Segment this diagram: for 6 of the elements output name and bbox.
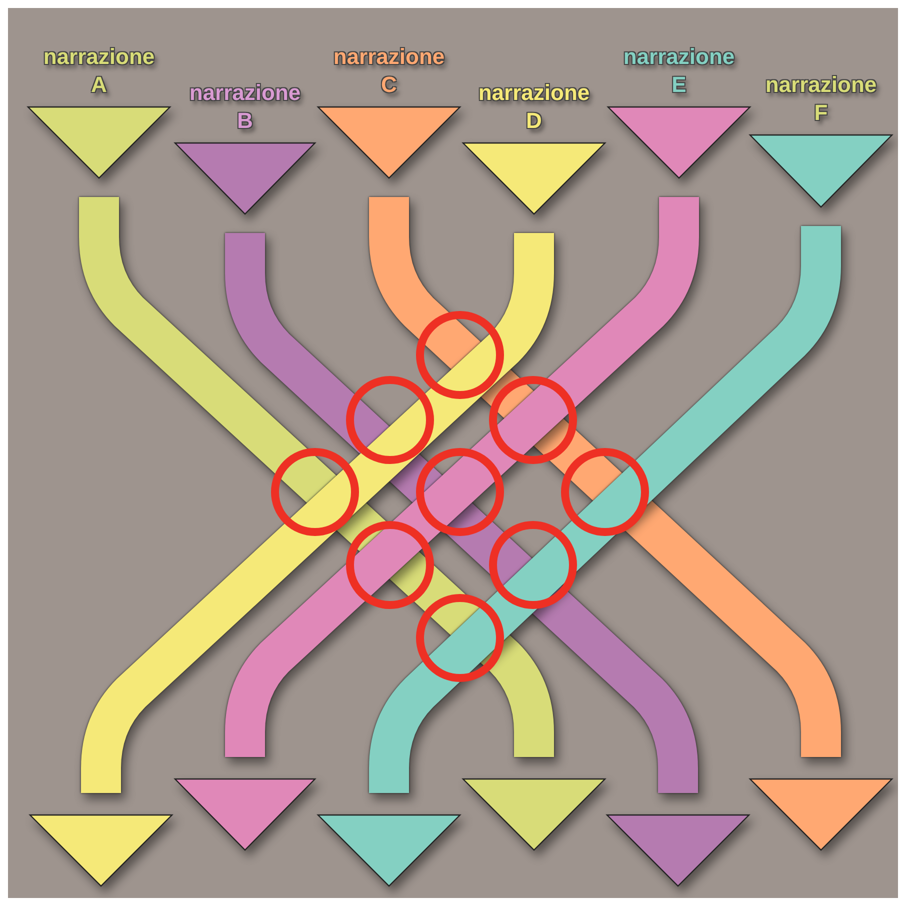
node-label: narrazione B [188, 79, 302, 135]
node-label: narrazione D [477, 79, 591, 135]
node-label: narrazione E [622, 43, 736, 99]
node-label: narrazione A [42, 43, 156, 99]
node-label: narrazione C [332, 43, 446, 99]
node-label: narrazione F [764, 71, 878, 127]
